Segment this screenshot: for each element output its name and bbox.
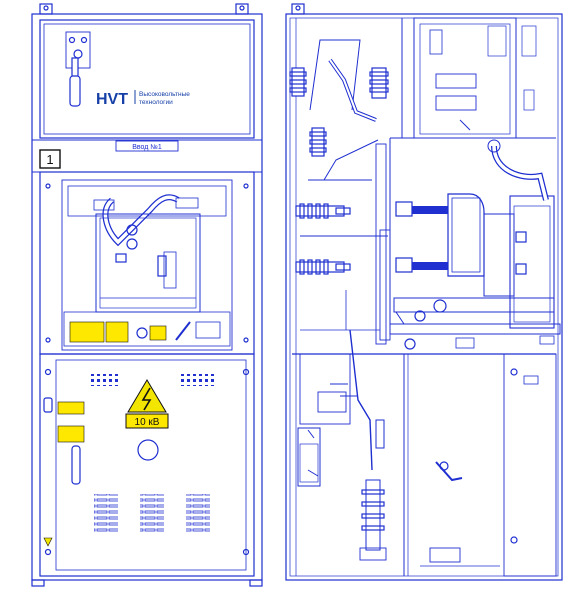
vent-grid [180,374,216,386]
warning-label [69,321,105,343]
vent-louvers [186,494,210,532]
brand-tagline: Высоковольтные [139,91,190,98]
nameplate [115,140,179,152]
breaker-off-button[interactable] [126,238,138,250]
front-outer-frame [31,13,263,581]
vent-louvers [94,494,118,532]
compartment-switch[interactable] [65,31,91,107]
insulator-icon [359,479,387,561]
breaker-on-button[interactable] [126,224,138,236]
relay-compartment [413,17,517,139]
nameplate-label: Ввод №1 [132,144,162,151]
instruction-label [57,425,85,443]
circuit-breaker-icon [395,193,555,329]
cable-compartment-icon [297,353,358,487]
insulator-icon [289,67,389,157]
control-cable [491,145,549,201]
lifting-eye-icon [39,3,249,15]
lifting-eye-icon [291,3,305,15]
vent-louvers [140,494,164,532]
busbar [309,39,361,111]
inspection-window [137,439,159,461]
cell-number: 1 [46,152,53,167]
voltage-label: 10 кВ [135,417,160,428]
bushing [295,203,351,275]
racking-handle[interactable] [175,321,191,341]
instruction-label [57,401,85,415]
front-view [31,3,263,587]
cell-number-box [39,149,61,169]
door-handle[interactable] [43,397,53,413]
lightning-bolt-icon [127,379,167,413]
vent-grid [88,374,118,386]
brand-tagline: технологии [139,99,173,106]
brand-logo: HVT [96,91,128,108]
warning-label [105,321,129,343]
relay-compartment-door[interactable] [39,19,255,139]
side-outer-frame [285,13,563,581]
side-view [285,3,563,581]
door-lever[interactable] [71,445,81,485]
ground-symbol-icon [43,537,53,547]
voltage-sign [125,413,169,429]
brand-block: HVT Высоковольтные технологии [96,90,190,108]
cable-compartment-door[interactable] [39,353,255,577]
